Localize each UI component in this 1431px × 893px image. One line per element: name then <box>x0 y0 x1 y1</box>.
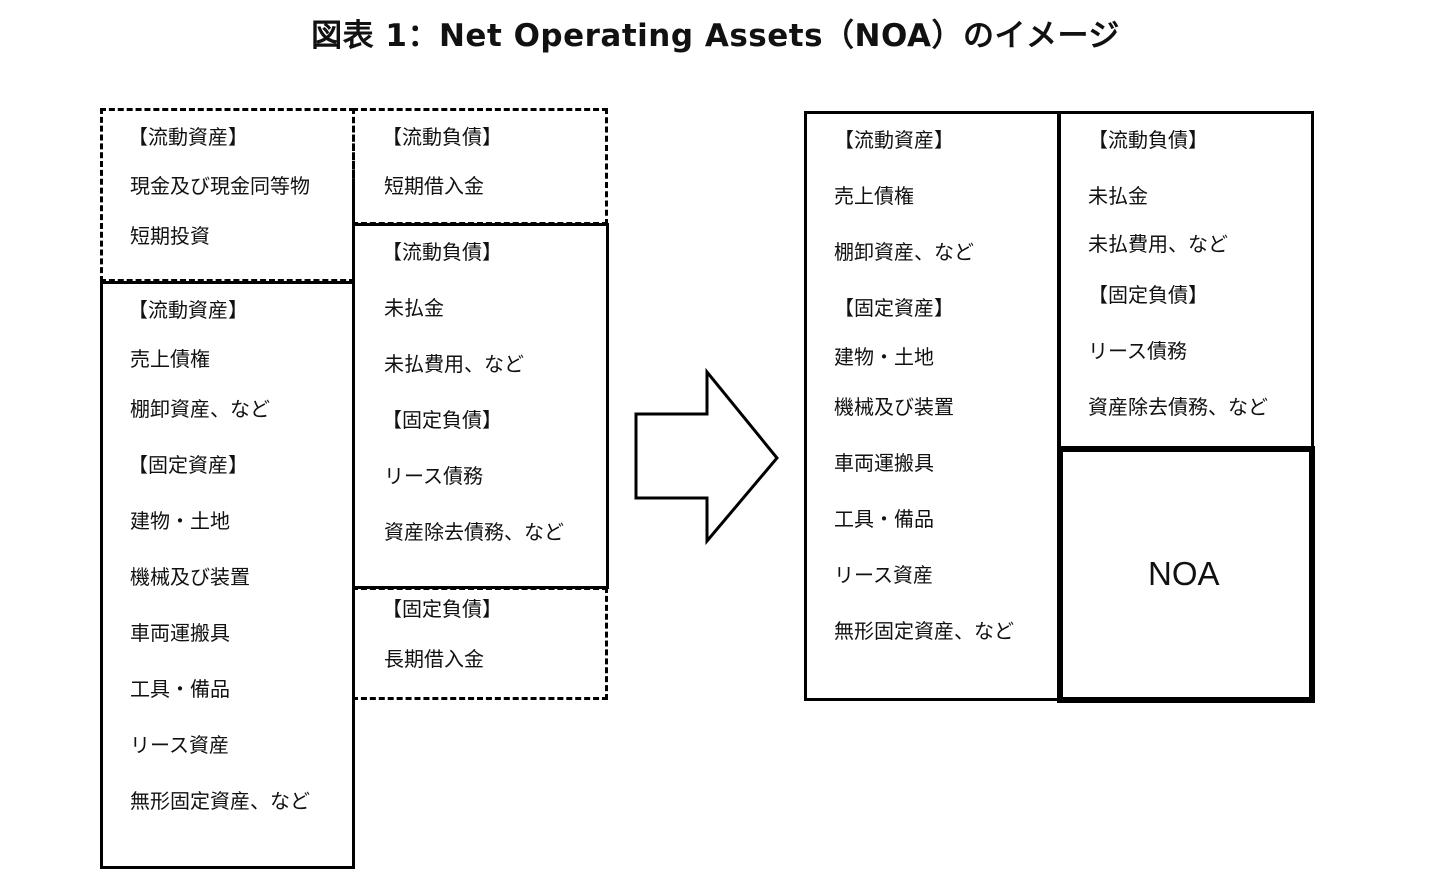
noa-label: NOA <box>1148 555 1220 592</box>
fixed-asset-item: リース資産 <box>130 733 229 757</box>
heading-fixed-liabilities: 【固定負債】 <box>1088 283 1208 307</box>
current-liability-item: 未払費用、など <box>384 352 524 376</box>
heading-fixed-assets: 【固定資産】 <box>128 453 248 477</box>
excluded-fixed-liabilities-box <box>352 587 608 700</box>
excluded-fixed-liability-item: 長期借入金 <box>384 647 484 671</box>
current-liability-item: 未払金 <box>384 296 444 320</box>
heading-current-assets: 【流動資産】 <box>128 125 248 149</box>
noa-current-asset-item: 棚卸資産、など <box>834 240 974 264</box>
fixed-asset-item: 機械及び装置 <box>130 565 250 589</box>
noa-current-liability-item: 未払金 <box>1088 184 1148 208</box>
excluded-current-liability-item: 短期借入金 <box>384 174 484 198</box>
fixed-asset-item: 無形固定資産、など <box>130 789 310 813</box>
noa-fixed-liability-item: リース債務 <box>1088 339 1187 363</box>
fixed-liability-item: リース債務 <box>384 464 483 488</box>
heading-fixed-liabilities: 【固定負債】 <box>382 597 502 621</box>
fixed-liability-item: 資産除去債務、など <box>384 520 564 544</box>
current-asset-item: 売上債権 <box>130 347 210 371</box>
excluded-current-asset-item: 現金及び現金同等物 <box>130 174 310 198</box>
noa-fixed-asset-item: 工具・備品 <box>834 507 934 531</box>
noa-current-liability-item: 未払費用、など <box>1088 232 1228 256</box>
heading-current-liabilities: 【流動負債】 <box>1088 128 1208 152</box>
current-asset-item: 棚卸資産、など <box>130 397 270 421</box>
fixed-asset-item: 車両運搬具 <box>130 621 230 645</box>
right-arrow-icon <box>634 368 779 546</box>
heading-current-assets: 【流動資産】 <box>128 298 248 322</box>
noa-fixed-asset-item: 車両運搬具 <box>834 451 934 475</box>
noa-box <box>1057 446 1315 703</box>
heading-current-liabilities: 【流動負債】 <box>382 240 502 264</box>
noa-fixed-asset-item: 建物・土地 <box>834 345 934 369</box>
page-title: 図表 1：Net Operating Assets（NOA）のイメージ <box>311 18 1120 54</box>
heading-fixed-assets: 【固定資産】 <box>834 296 954 320</box>
noa-fixed-asset-item: 機械及び装置 <box>834 395 954 419</box>
noa-fixed-liability-item: 資産除去債務、など <box>1088 395 1268 419</box>
heading-current-assets: 【流動資産】 <box>834 128 954 152</box>
noa-fixed-asset-item: 無形固定資産、など <box>834 619 1014 643</box>
fixed-asset-item: 建物・土地 <box>130 509 230 533</box>
heading-current-liabilities: 【流動負債】 <box>382 125 502 149</box>
heading-fixed-liabilities: 【固定負債】 <box>382 408 502 432</box>
fixed-asset-item: 工具・備品 <box>130 677 230 701</box>
excluded-current-asset-item: 短期投資 <box>130 224 210 248</box>
noa-fixed-asset-item: リース資産 <box>834 563 933 587</box>
noa-current-asset-item: 売上債権 <box>834 184 914 208</box>
